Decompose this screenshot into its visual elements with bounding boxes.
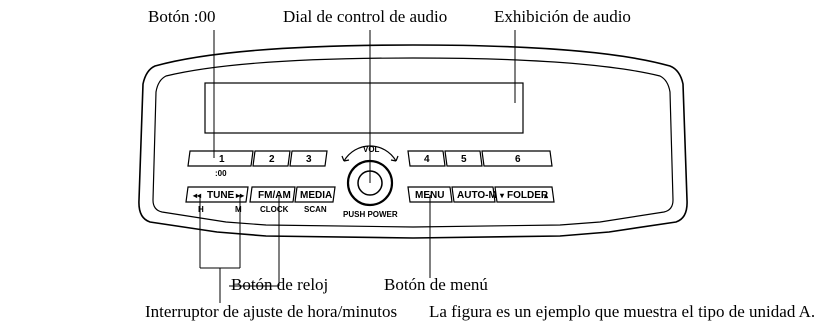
- media-button[interactable]: MEDIA: [294, 186, 336, 203]
- folder-button[interactable]: ▾ FOLDER ▴: [494, 186, 555, 203]
- figure-caption: La figura es un ejemplo que muestra el t…: [429, 302, 816, 321]
- seek-back-icon: ◂◂: [192, 191, 202, 200]
- preset-button-1[interactable]: 1: [187, 150, 254, 167]
- tune-switch[interactable]: ◂◂ TUNE ▸▸: [185, 186, 249, 203]
- clock-label: CLOCK: [260, 205, 289, 214]
- tune-h-label: H: [198, 205, 204, 214]
- preset-1-sublabel: :00: [215, 169, 227, 178]
- preset-button-3[interactable]: 3: [289, 150, 328, 167]
- preset-button-5[interactable]: 5: [444, 150, 483, 167]
- label-boton-00: Botón :00: [148, 7, 216, 26]
- svg-text:FM/AM: FM/AM: [258, 190, 291, 201]
- label-interruptor-hora: Interruptor de ajuste de hora/minutos: [145, 302, 398, 321]
- label-boton-menu: Botón de menú: [384, 275, 488, 294]
- vol-label: VOL: [363, 145, 380, 154]
- svg-text:AUTO-M: AUTO-M: [457, 190, 497, 201]
- preset-button-4[interactable]: 4: [407, 150, 446, 167]
- tune-m-label: M: [235, 205, 242, 214]
- leader-lines: [199, 30, 516, 303]
- preset-button-2[interactable]: 2: [252, 150, 291, 167]
- label-boton-reloj: Botón de reloj: [231, 275, 329, 294]
- unit-inner-panel: [152, 57, 674, 228]
- push-power-label: PUSH POWER: [343, 210, 398, 219]
- fmam-clock-button[interactable]: FM/AM: [249, 186, 296, 203]
- auto-m-button[interactable]: AUTO-M: [451, 186, 497, 203]
- svg-text:5: 5: [461, 154, 467, 165]
- svg-text:TUNE: TUNE: [207, 190, 235, 201]
- folder-down-icon: ▾: [499, 191, 505, 200]
- audio-display: [204, 82, 524, 134]
- unit-bezel: [138, 44, 688, 239]
- folder-up-icon: ▴: [543, 191, 549, 200]
- svg-text:MEDIA: MEDIA: [300, 190, 332, 201]
- preset-button-6[interactable]: 6: [481, 150, 553, 167]
- scan-label: SCAN: [304, 205, 327, 214]
- svg-text:FOLDER: FOLDER: [507, 190, 549, 201]
- svg-text:4: 4: [424, 154, 430, 165]
- label-exhibicion-audio: Exhibición de audio: [494, 7, 631, 26]
- label-dial-audio: Dial de control de audio: [283, 7, 448, 26]
- svg-text:1: 1: [219, 154, 225, 165]
- svg-text:2: 2: [269, 154, 275, 165]
- svg-text:3: 3: [306, 154, 312, 165]
- svg-text:6: 6: [515, 154, 521, 165]
